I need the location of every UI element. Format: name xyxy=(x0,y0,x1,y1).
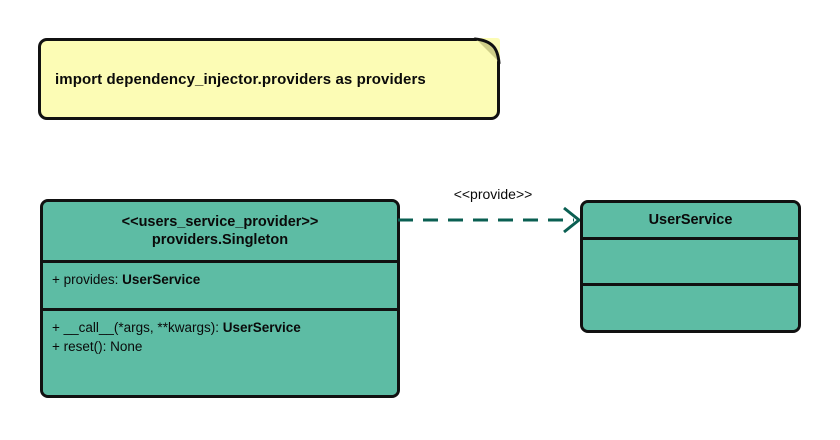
attribute-type: UserService xyxy=(122,272,201,287)
operation-row: + reset(): None xyxy=(52,337,388,356)
connector-label: <<provide>> xyxy=(453,186,533,202)
class-header-provider: <<users_service_provider>> providers.Sin… xyxy=(43,202,397,260)
note-fold-corner xyxy=(473,37,501,65)
attribute-row: + provides: UserService xyxy=(52,270,388,289)
operation-row: + __call__(*args, **kwargs): UserService xyxy=(52,318,388,337)
attribute-label: + provides: xyxy=(52,272,123,287)
class-name: UserService xyxy=(648,212,733,228)
class-box-user-service[interactable]: UserService xyxy=(580,200,801,333)
class-stereotype: <<users_service_provider>> xyxy=(121,214,319,230)
provide-connector: <<provide>> xyxy=(398,186,588,234)
import-note-text: import dependency_injector.providers as … xyxy=(55,70,426,88)
import-note[interactable]: import dependency_injector.providers as … xyxy=(38,37,501,120)
class-operations-provider: + __call__(*args, **kwargs): UserService… xyxy=(43,308,397,395)
class-box-users-service-provider[interactable]: <<users_service_provider>> providers.Sin… xyxy=(40,199,400,398)
class-operations-service xyxy=(583,283,798,330)
operation-type: UserService xyxy=(222,320,301,335)
connector-arrow-icon xyxy=(398,206,582,234)
class-header-service: UserService xyxy=(583,203,798,237)
class-name: providers.Singleton xyxy=(151,232,289,248)
class-attributes-service xyxy=(583,237,798,283)
operation-label: + reset(): None xyxy=(52,339,143,354)
operation-label: + __call__(*args, **kwargs): xyxy=(52,320,223,335)
class-attributes-provider: + provides: UserService xyxy=(43,260,397,308)
